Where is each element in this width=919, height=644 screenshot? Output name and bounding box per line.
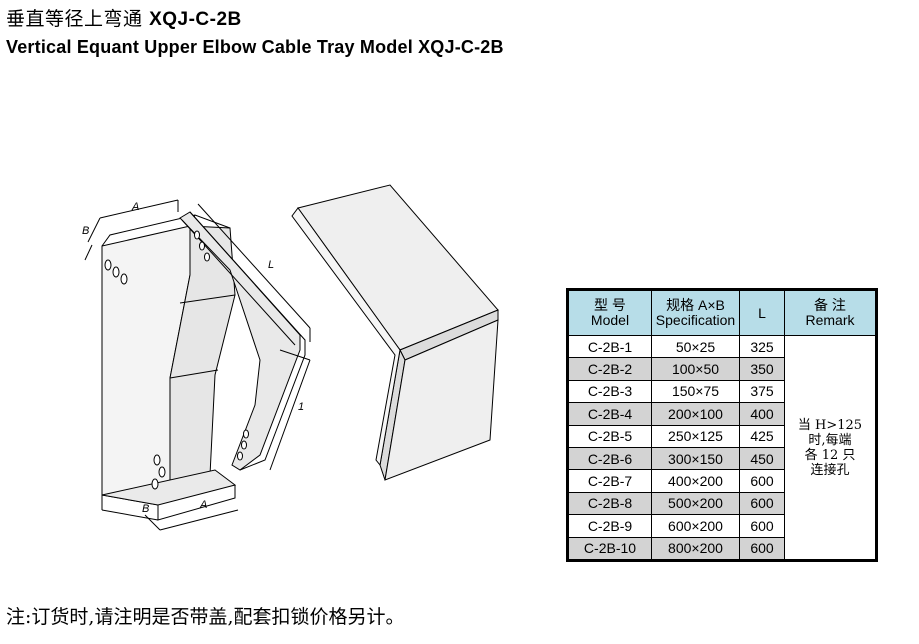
header-spec-en: Specification [655,312,736,328]
title-chinese: 垂直等径上弯通 XQJ-C-2B [6,4,242,31]
header-spec-cn: 规格 A×B [666,297,725,313]
header-l: L [739,290,785,336]
cell-model: C-2B-2 [568,357,652,381]
mounting-holes-bottom-left [151,454,166,490]
table-row: C-2B-5 250×125 425 [568,424,876,448]
table-header-row: 型 号 Model 规格 A×B Specification L 备 注 Rem… [568,290,876,336]
table-row: C-2B-6 300×150 450 [568,446,876,471]
cell-spec: 600×200 [651,514,740,538]
spec-table-grid: 型 号 Model 规格 A×B Specification L 备 注 Rem… [568,290,876,561]
table-row: C-2B-8 500×200 600 [568,491,876,516]
header-model-cn: 型 号 [594,297,626,313]
cell-spec: 200×100 [651,402,740,426]
cell-l: 325 [739,334,785,359]
header-remark-cn: 备 注 [814,297,846,313]
mounting-holes-cover-top [194,230,210,262]
cell-spec: 150×75 [651,379,740,404]
header-l-text: L [758,304,766,321]
cell-spec: 300×150 [651,446,740,471]
dim-label-l-top: L [268,259,274,271]
cell-model: C-2B-1 [568,334,652,359]
cell-spec: 500×200 [651,491,740,516]
table-row: C-2B-10 800×200 600 [568,536,876,561]
remark-line-3: 各 12 只 [804,447,856,463]
cell-l: 350 [739,357,785,381]
cell-model: C-2B-5 [568,424,652,448]
order-note: 注:订货时,请注明是否带盖,配套扣锁价格另计。 [6,606,405,628]
cell-spec: 50×25 [651,334,740,359]
cell-model: C-2B-10 [568,536,652,561]
header-remark-en: Remark [805,312,855,328]
cell-l: 600 [739,469,785,493]
remark-line-1: 当 H>125 [797,417,863,433]
cell-spec: 100×50 [651,357,740,381]
cell-spec: 250×125 [651,424,740,448]
cell-model: C-2B-4 [568,402,652,426]
cell-l: 600 [739,491,785,516]
header-remark: 备 注 Remark [784,290,876,336]
dim-label-b-bottom: B [142,503,149,515]
title-cn-text: 垂直等径上弯通 [6,8,143,30]
cell-l: 600 [739,536,785,561]
cell-model: C-2B-3 [568,379,652,404]
cell-l: 600 [739,514,785,538]
table-row: C-2B-1 50×25 325 当 H>125 时,每端 各 12 只 连接孔 [568,334,876,560]
remark-line-4: 连接孔 [810,462,850,478]
elbow-tray-drawing: A B L 1 A B [82,184,499,531]
table-row: C-2B-4 200×100 400 [568,402,876,426]
header-spec: 规格 A×B Specification [651,290,740,336]
cell-l: 425 [739,424,785,448]
cell-model: C-2B-6 [568,446,652,471]
table-row: C-2B-3 150×75 375 [568,379,876,404]
table-row: C-2B-2 100×50 350 [568,357,876,381]
cell-l: 450 [739,446,785,471]
table-row: C-2B-7 400×200 600 [568,469,876,493]
dim-label-l-right: 1 [298,401,304,413]
cell-model: C-2B-9 [568,514,652,538]
mounting-holes-top-left [104,259,128,285]
cell-model: C-2B-8 [568,491,652,516]
spec-table: 型 号 Model 规格 A×B Specification L 备 注 Rem… [566,288,878,562]
dim-label-a-top: A [131,201,139,213]
header-model-en: Model [590,312,630,328]
cell-remark: 当 H>125 时,每端 各 12 只 连接孔 [784,335,876,560]
dim-label-b-top: B [82,225,89,237]
cell-l: 375 [739,379,785,404]
mounting-holes-cover-bottom [237,429,249,461]
cell-model: C-2B-7 [568,469,652,493]
cell-spec: 800×200 [651,536,740,561]
title-model: XQJ-C-2B [149,9,242,30]
header-model: 型 号 Model [568,290,652,336]
dim-label-a-bottom: A [199,499,207,511]
cell-spec: 400×200 [651,469,740,493]
cell-l: 400 [739,402,785,426]
title-english: Vertical Equant Upper Elbow Cable Tray M… [6,37,504,57]
remark-line-2: 时,每端 [808,432,852,448]
table-row: C-2B-9 600×200 600 [568,514,876,538]
